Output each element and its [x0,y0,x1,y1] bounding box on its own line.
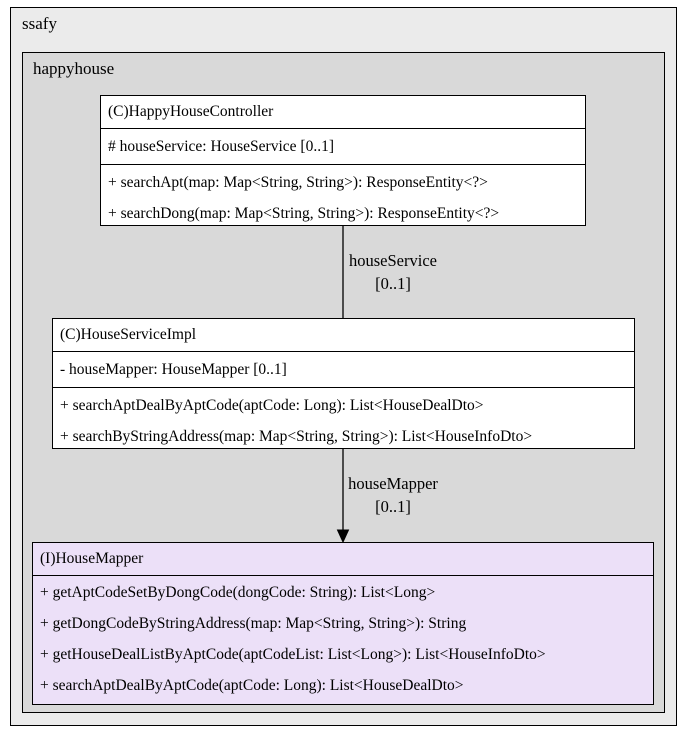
class-methods: + searchApt(map: Map<String, String>): R… [101,165,585,231]
method-row: + searchAptDealByAptCode(aptCode: Long):… [40,677,464,694]
method-row: + getDongCodeByStringAddress(map: Map<St… [40,615,467,632]
edge-name: houseMapper [348,474,438,493]
class-houseserviceimpl[interactable]: (C)HouseServiceImpl - houseMapper: House… [52,318,635,449]
edge-name: houseService [349,251,437,270]
method-row: + getHouseDealListByAptCode(aptCodeList:… [40,646,546,663]
class-methods: + getAptCodeSetByDongCode(dongCode: Stri… [33,576,653,703]
class-title: (C)HouseServiceImpl [53,319,634,352]
class-title: (C)HappyHouseController [101,96,585,129]
edge-label-houseMapper: houseMapper [0..1] [330,472,456,518]
class-methods: + searchAptDealByAptCode(aptCode: Long):… [53,388,634,454]
edge-arrowhead [336,529,350,544]
edge-multiplicity: [0..1] [375,274,411,293]
attribute-row: # houseService: HouseService [0..1] [108,138,334,155]
method-row: + getAptCodeSetByDongCode(dongCode: Stri… [40,584,436,601]
attribute-row: - houseMapper: HouseMapper [0..1] [60,361,287,378]
edge-label-houseService: houseService [0..1] [330,249,456,295]
class-attributes: # houseService: HouseService [0..1] [101,129,585,165]
package-label-happyhouse: happyhouse [33,59,115,78]
class-attributes: - houseMapper: HouseMapper [0..1] [53,352,634,388]
method-row: + searchAptDealByAptCode(aptCode: Long):… [60,397,484,414]
method-row: + searchApt(map: Map<String, String>): R… [108,174,488,191]
method-row: + searchDong(map: Map<String, String>): … [108,205,500,222]
class-happyhousecontroller[interactable]: (C)HappyHouseController # houseService: … [100,95,586,226]
method-row: + searchByStringAddress(map: Map<String,… [60,428,533,445]
edge-multiplicity: [0..1] [375,497,411,516]
interface-housemapper[interactable]: (I)HouseMapper + getAptCodeSetByDongCode… [32,542,654,705]
class-title: (I)HouseMapper [33,543,653,576]
package-label-ssafy: ssafy [22,14,57,33]
